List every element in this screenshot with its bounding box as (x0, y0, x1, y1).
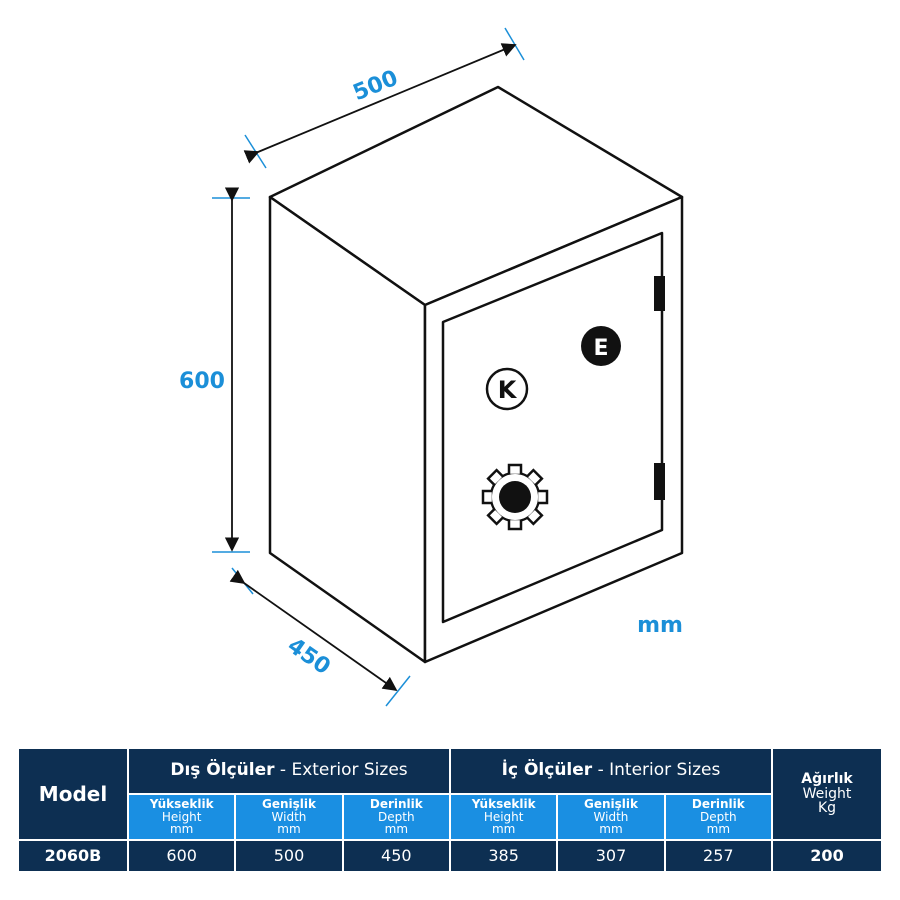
model-cell: 2060B (19, 841, 127, 871)
int-height-cell: 385 (450, 841, 557, 871)
int-width-cell: 307 (558, 841, 664, 871)
interior-header: İç Ölçüler - Interior Sizes (450, 749, 771, 793)
handle-gear-icon (481, 463, 549, 531)
ext-depth-cell: 450 (343, 841, 449, 871)
exterior-header: Dış Ölçüler - Exterior Sizes (129, 749, 449, 793)
width-label: 500 (350, 66, 402, 106)
hinge-top (654, 276, 665, 311)
electronic-lock-icon: E (581, 326, 621, 366)
ext-width-cell: 500 (236, 841, 342, 871)
model-header: Model (19, 749, 127, 839)
key-lock-icon: K (485, 367, 529, 411)
depth-dimension-line (229, 569, 398, 692)
weight-cell: 200 (773, 841, 881, 871)
svg-text:K: K (498, 376, 518, 404)
width-dimension-line (243, 43, 517, 164)
ext-height-cell: 600 (129, 841, 235, 871)
safe-diagram: K E 500 600 450 mm (179, 27, 684, 707)
hinge-bottom (654, 463, 665, 500)
unit-label: mm (637, 613, 683, 638)
height-label: 600 (179, 369, 225, 394)
svg-text:E: E (593, 336, 608, 361)
specs-table: Model Dış Ölçüler - Exterior Sizes İç Öl… (17, 747, 883, 873)
int-depth-cell: 257 (665, 841, 771, 871)
table-row: 2060B 600 500 450 385 307 257 200 (19, 841, 881, 871)
